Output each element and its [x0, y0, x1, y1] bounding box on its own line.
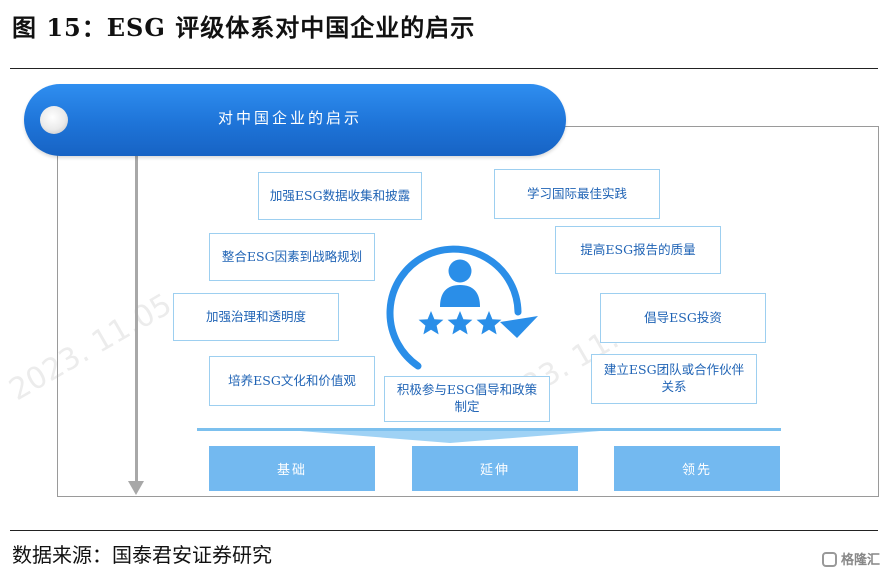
box-team-partnership: 建立ESG团队或合作伙伴关系: [591, 354, 757, 404]
box-strategy: 整合ESG因素到战略规划: [209, 233, 375, 281]
down-arrow-head: [128, 481, 144, 495]
down-arrow-shaft: [135, 150, 138, 482]
logo-icon: [822, 552, 837, 567]
box-esg-investment: 倡导ESG投资: [600, 293, 766, 343]
banner-label: 对中国企业的启示: [217, 109, 362, 127]
bottom-rule: [10, 530, 878, 531]
figure-title: 图 15：ESG 评级体系对中国企业的启示: [12, 13, 476, 42]
logo-text: 格隆汇: [841, 553, 881, 568]
banner: [24, 84, 566, 156]
frame-bottom-line: [57, 496, 879, 497]
box-data-disclosure: 加强ESG数据收集和披露: [258, 172, 422, 220]
stage-basic: 基础: [209, 446, 375, 491]
stage-divider-triangle: [300, 431, 600, 443]
stage-leading: 领先: [614, 446, 780, 491]
box-best-practice: 学习国际最佳实践: [494, 169, 660, 219]
banner-knob-icon: [40, 106, 68, 134]
frame-top-line: [560, 126, 879, 127]
stage-divider-bar: [197, 428, 781, 431]
stage-extension: 延伸: [412, 446, 578, 491]
top-rule: [10, 68, 878, 69]
source-note: 数据来源：国泰君安证券研究: [12, 543, 272, 567]
box-governance: 加强治理和透明度: [173, 293, 339, 341]
box-policy: 积极参与ESG倡导和政策制定: [384, 376, 550, 422]
frame-left-line: [57, 150, 58, 497]
box-report-quality: 提高ESG报告的质量: [555, 226, 721, 274]
frame-right-line: [878, 126, 879, 497]
box-culture: 培养ESG文化和价值观: [209, 356, 375, 406]
